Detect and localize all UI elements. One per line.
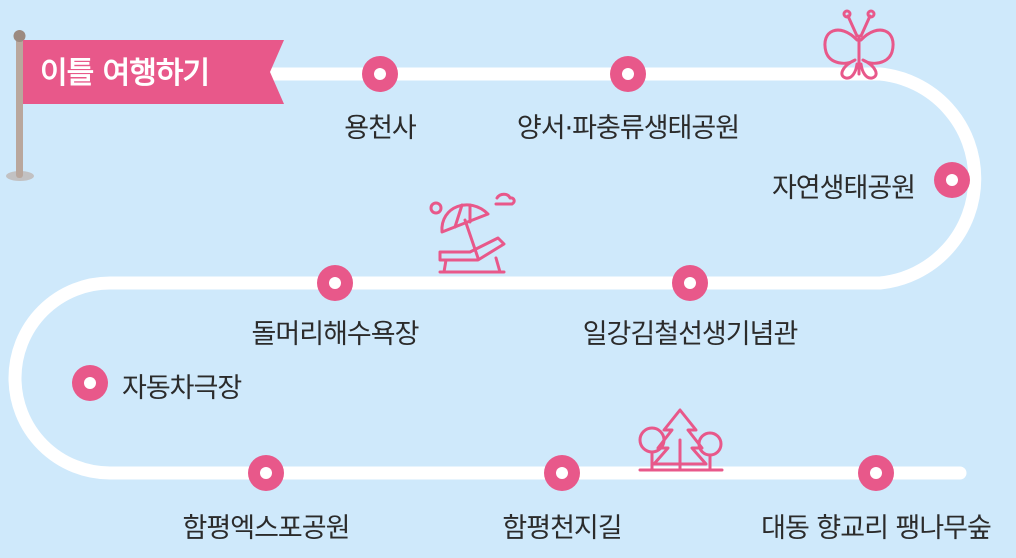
stop-label-drive-in-theater: 자동차극장	[122, 373, 242, 404]
stop-label-kimcheol-memorial: 일강김철선생기념관	[582, 319, 799, 350]
stop-marker	[362, 56, 398, 92]
stop-label-reptile-ecopark: 양서·파충류생태공원	[516, 113, 740, 144]
stop-marker	[672, 265, 708, 301]
stop-marker	[544, 455, 580, 491]
stop-marker	[934, 162, 970, 198]
stop-dots	[72, 56, 970, 491]
page-title: 이틀 여행하기	[40, 56, 210, 91]
beach-umbrella-icon	[429, 192, 516, 274]
stop-label-expo-park: 함평엑스포공원	[182, 513, 351, 544]
butterfly-icon	[823, 9, 895, 80]
flag-icon	[6, 30, 284, 181]
stop-label-natural-ecopark: 자연생태공원	[771, 173, 916, 204]
stop-marker	[858, 455, 894, 491]
stop-label-cheonji-road: 함평천지길	[502, 513, 622, 544]
stop-marker	[317, 265, 353, 301]
stop-label-dolmeori-beach: 돌머리해수욕장	[251, 319, 420, 350]
stop-label-zelkova-forest: 대동 향교리 팽나무숲	[761, 513, 992, 544]
stop-marker	[72, 365, 108, 401]
route-path	[8, 67, 982, 480]
stop-marker	[610, 56, 646, 92]
stop-label-yongcheonsa: 용천사	[344, 113, 417, 144]
trees-icon	[638, 408, 724, 472]
stop-marker	[248, 455, 284, 491]
